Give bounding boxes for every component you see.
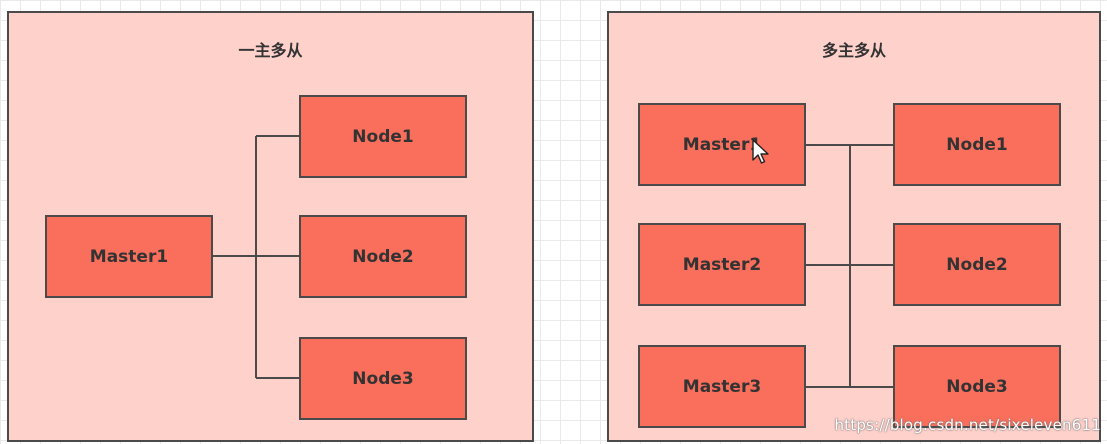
node-box: Node3 bbox=[893, 345, 1061, 428]
watermark-url: https://blog.csdn.net/sixeleven611 bbox=[834, 416, 1101, 434]
node-box: Node2 bbox=[299, 215, 467, 298]
master-box: Master1 bbox=[45, 215, 213, 298]
node-box: Node1 bbox=[299, 95, 467, 178]
node-box: Node2 bbox=[893, 223, 1061, 306]
mouse-pointer-icon bbox=[752, 139, 769, 164]
panel-title: 一主多从 bbox=[238, 41, 303, 60]
master-box: Master3 bbox=[638, 345, 806, 428]
master-box: Master2 bbox=[638, 223, 806, 306]
node-box: Node1 bbox=[893, 103, 1061, 186]
master-box: Master1 bbox=[638, 103, 806, 186]
panel-title: 多主多从 bbox=[821, 41, 886, 60]
node-box: Node3 bbox=[299, 337, 467, 420]
